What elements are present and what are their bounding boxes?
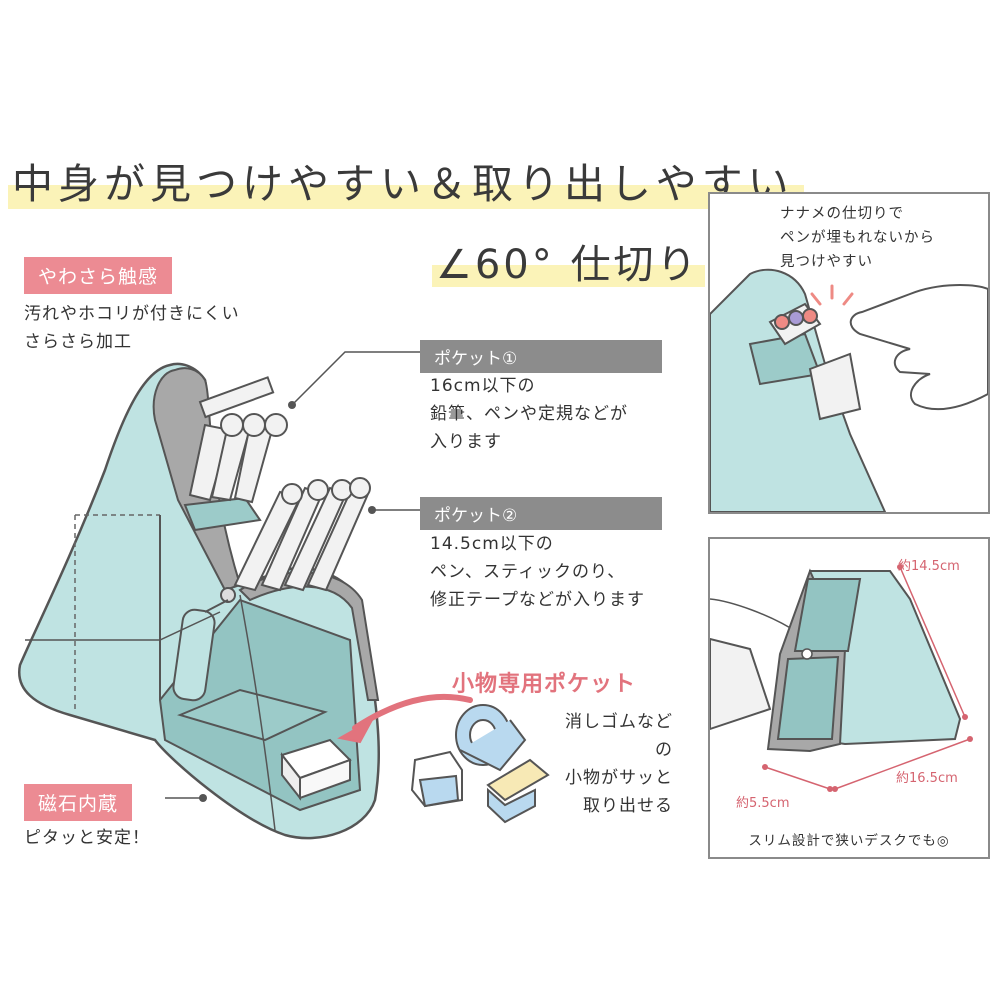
magnet-text: ピタッと安定！ xyxy=(24,828,150,848)
width-dimension: 約5.5cm xyxy=(736,796,790,811)
panel-top-text: ナナメの仕切りで ペンが埋もれないから 見つけやすい xyxy=(780,206,935,270)
pocket1-text: 16cm以下の 鉛筆、ペンや定規などが 入ります xyxy=(430,376,628,452)
small-pocket-text: 消しゴムなどの 小物がサッと 取り出せる xyxy=(565,712,673,816)
magnet-tag: 磁石内蔵 xyxy=(24,784,133,821)
dimension-illustration xyxy=(710,564,973,792)
texture-text: 汚れやホコリが付きにくい さらさら加工 xyxy=(24,304,240,352)
panel-bottom-caption: スリム設計で狭いデスクでも◎ xyxy=(748,833,950,849)
height-dimension: 約14.5cm xyxy=(898,559,960,574)
pocket2-tag: ポケット② xyxy=(420,497,662,530)
pocket1-tag: ポケット① xyxy=(420,340,662,373)
texture-tag: やわさら触感 xyxy=(24,257,173,294)
panel-bottom: 約14.5cm 約16.5cm 約5.5cm スリム設計で狭いデスクでも◎ xyxy=(708,537,990,859)
angle-label: ∠60° 仕切り xyxy=(432,232,706,292)
panel-top: ナナメの仕切りで ペンが埋もれないから 見つけやすい xyxy=(708,192,990,514)
pocket2-text: 14.5cm以下の ペン、スティックのり、 修正テープなどが入ります xyxy=(430,534,645,610)
small-pocket-title: 小物専用ポケット xyxy=(452,672,637,697)
hand-illustration xyxy=(710,268,988,512)
length-dimension: 約16.5cm xyxy=(896,771,958,786)
headline: 中身が見つけやすい＆取り出しやすい xyxy=(8,150,804,214)
